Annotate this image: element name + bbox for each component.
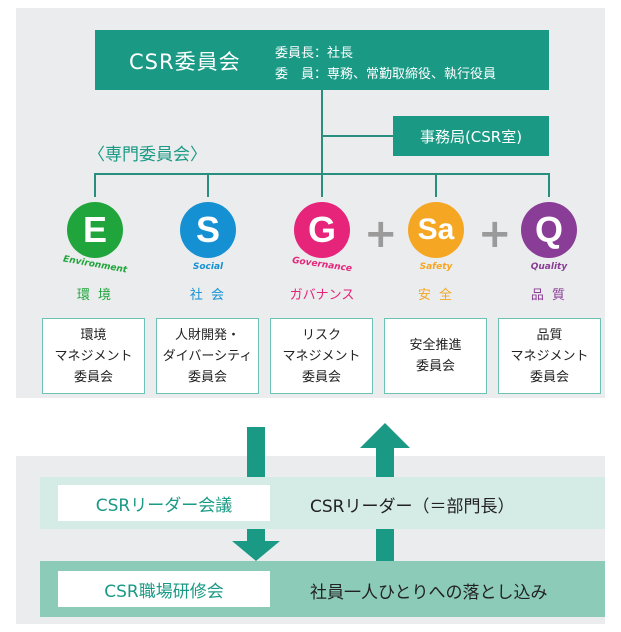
committee-members: 委 員：専務、常勤取締役、執行役員 [275, 67, 497, 82]
quality-jp-label: 品 質 [530, 288, 568, 303]
governance-committee-box: リスク マネジメント 委員会 [270, 318, 373, 394]
quality-circle: Q [521, 202, 577, 258]
plus-sign-1: + [364, 211, 398, 257]
down-arrow-2-shaft [247, 529, 265, 543]
workshop-box: CSR職場研修会 [58, 571, 270, 607]
environment-jp-label: 環 境 [76, 288, 114, 303]
leader-meeting-box: CSRリーダー会議 [58, 485, 270, 521]
quality-committee-box: 品質 マネジメント 委員会 [498, 318, 601, 394]
social-committee-box: 人財開発・ ダイバーシティ 委員会 [156, 318, 259, 394]
environment-circle: E [67, 202, 123, 258]
social-en-label: Social [192, 262, 224, 272]
csr-committee-box: CSR委員会 委員長：社長 委 員：専務、常勤取締役、執行役員 [95, 30, 549, 90]
leader-meeting-desc: CSRリーダー（＝部門長） [310, 497, 515, 517]
workshop-desc: 社員一人ひとりへの落とし込み [310, 583, 548, 603]
governance-jp-label: ガバナンス [289, 288, 355, 303]
connector-drop-g [321, 173, 323, 197]
secretariat-box: 事務局(CSR室) [393, 116, 549, 156]
social-jp-label: 社 会 [189, 288, 227, 303]
up-arrow-head [360, 423, 410, 448]
connector-drop-s [207, 173, 209, 197]
social-circle: S [180, 202, 236, 258]
committee-title: CSR委員会 [129, 50, 241, 74]
connector-drop-sa [435, 173, 437, 197]
committee-chair: 委員長：社長 [275, 46, 354, 61]
down-arrow-2-head [232, 541, 280, 561]
up-arrow-shaft-lower [376, 529, 394, 561]
safety-jp-label: 安 全 [417, 288, 455, 303]
environment-committee-box: 環境 マネジメント 委員会 [42, 318, 145, 394]
safety-circle: Sa [408, 202, 464, 258]
specialist-committee-label: 〈専門委員会〉 [88, 145, 207, 165]
governance-circle: G [294, 202, 350, 258]
down-arrow-1-shaft [247, 427, 265, 477]
safety-en-label: Safety [419, 262, 453, 272]
connector-vertical-main [321, 90, 323, 174]
plus-sign-2: + [478, 211, 512, 257]
up-arrow-shaft-upper [376, 446, 394, 477]
connector-drop-q [548, 173, 550, 197]
connector-drop-e [94, 173, 96, 197]
quality-en-label: Quality [530, 262, 568, 272]
safety-committee-box: 安全推進 委員会 [384, 318, 487, 394]
connector-to-secretariat [323, 135, 393, 137]
